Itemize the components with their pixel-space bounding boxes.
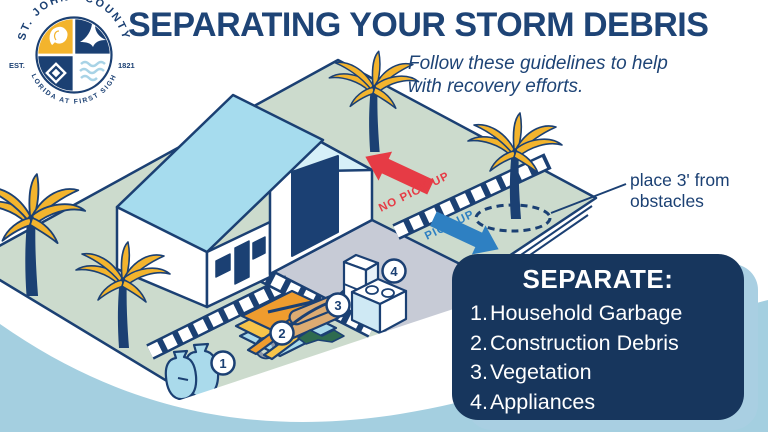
subtitle-line-2: with recovery efforts. — [408, 76, 584, 97]
item-number: 2. — [470, 330, 488, 355]
marker-3-number: 3 — [334, 298, 341, 313]
no-pickup-arrow — [365, 151, 435, 195]
separate-panel: SEPARATE: 1. Household Garbage 2. Constr… — [452, 254, 744, 420]
item-number: 3. — [470, 360, 488, 384]
item-number: 4. — [470, 389, 488, 414]
debris-markers: 1 2 3 4 — [210, 258, 407, 376]
list-item-vegetation: 3. Vegetation — [470, 358, 734, 388]
waves-icon — [79, 60, 106, 82]
county-seal-logo: ST. JOHNS COUNTY FLORIDA AT FIRST SIGHT … — [6, 0, 135, 111]
house-main-roof — [115, 93, 325, 254]
item-label: Household Garbage — [489, 301, 683, 325]
pickup-arrow — [429, 211, 499, 255]
obstacle-note-line-1: place 3' from — [630, 170, 730, 190]
front-door — [234, 240, 250, 285]
marker-4: 4 — [381, 258, 407, 284]
obstacle-note: place 3' from obstacles — [630, 170, 730, 212]
seal-est-text: EST. — [9, 61, 25, 70]
window-2 — [252, 236, 266, 260]
palm-tree-back — [328, 50, 420, 152]
house-windows-door — [215, 236, 266, 285]
item-number: 1. — [470, 301, 488, 325]
marker-3: 3 — [325, 292, 351, 318]
obstacle-note-line-2: obstacles — [630, 191, 704, 211]
garage-door — [291, 155, 339, 257]
marker-1: 1 — [210, 350, 236, 376]
marker-4-number: 4 — [390, 264, 398, 279]
separate-list: 1. Household Garbage 2. Construction Deb… — [452, 299, 744, 417]
subtitle-line-1: Follow these guidelines to help — [408, 53, 668, 74]
list-item-appliances: 4. Appliances — [470, 388, 734, 418]
palm-tree-far-left — [0, 173, 87, 296]
seal-year-text: 1821 — [118, 61, 135, 70]
debris-garbage-bags — [164, 342, 220, 401]
marker-1-number: 1 — [219, 356, 226, 371]
bird-icon — [80, 24, 106, 47]
item-label: Vegetation — [489, 360, 592, 384]
list-item-household-garbage: 1. Household Garbage — [470, 299, 734, 329]
marker-2-number: 2 — [278, 326, 285, 341]
palm-tree-right — [467, 112, 563, 219]
fort-icon — [45, 62, 67, 84]
palm-tree-mid-left — [75, 241, 171, 348]
item-label: Appliances — [489, 389, 596, 414]
obstacle-note-leader-line — [550, 183, 627, 214]
page-title: SEPARATING YOUR STORM DEBRIS — [128, 6, 709, 44]
shell-icon — [48, 25, 69, 47]
page-subtitle: Follow these guidelines to help with rec… — [408, 52, 668, 98]
marker-2: 2 — [269, 320, 295, 346]
window-1 — [215, 253, 231, 278]
item-label: Construction Debris — [489, 330, 679, 355]
list-item-construction-debris: 2. Construction Debris — [470, 329, 734, 359]
seal-inner-ring — [35, 16, 113, 94]
separate-panel-heading: SEPARATE: — [522, 264, 674, 294]
